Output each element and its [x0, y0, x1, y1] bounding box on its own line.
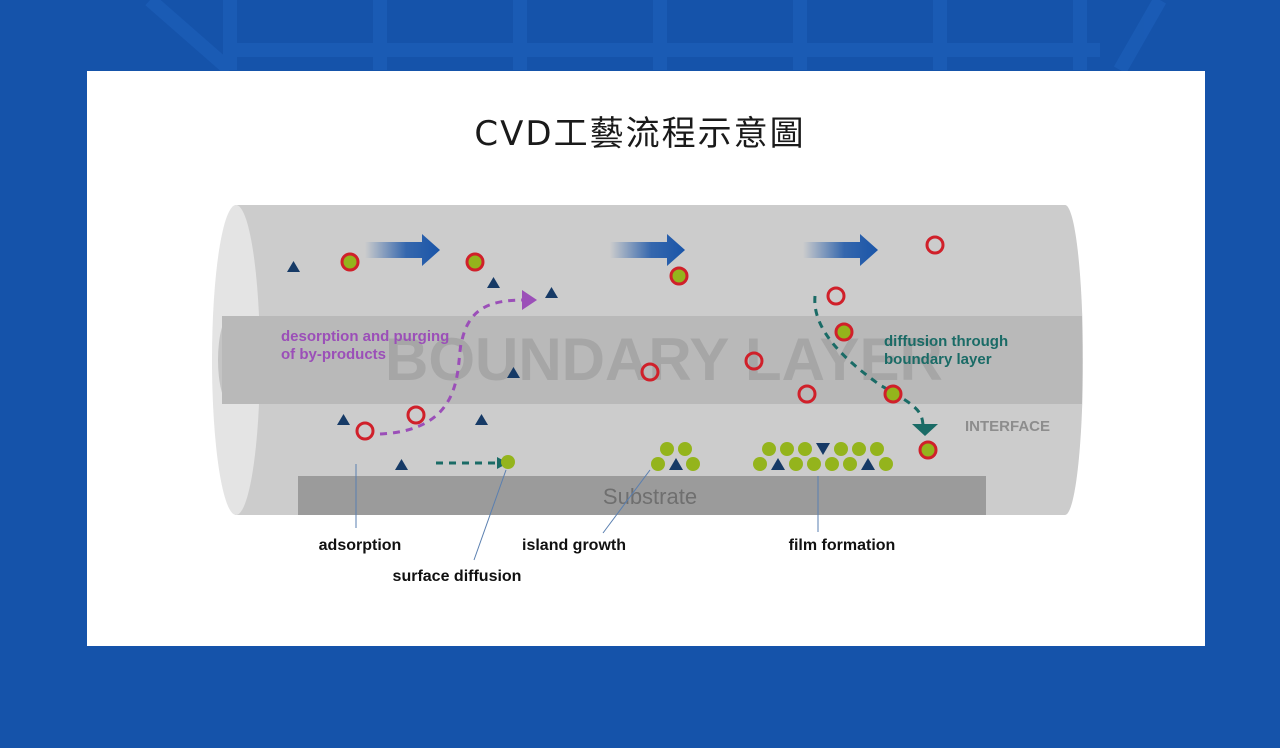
precursor-particle — [834, 322, 854, 342]
precursor-particles — [340, 252, 938, 460]
surface-particle — [501, 455, 515, 469]
by-product-triangle — [487, 277, 500, 288]
by-product-triangle — [545, 287, 558, 298]
diffusion-label-line2: boundary layer — [884, 351, 992, 368]
reactant-ring — [406, 405, 426, 425]
diffusion-arrowhead — [912, 424, 938, 436]
reactant-ring — [826, 286, 846, 306]
gas-flow-arrows — [365, 234, 878, 266]
by-product-triangle — [395, 459, 408, 470]
step-adsorption: adsorption — [319, 537, 402, 554]
callout-lines — [355, 464, 819, 561]
precursor-particle — [465, 252, 485, 272]
desorption-label-line2: of by-products — [281, 346, 386, 363]
boundary-layer-band — [222, 316, 1082, 404]
flow-arrow — [610, 234, 685, 266]
diffusion-label-line1: diffusion through — [884, 333, 1008, 350]
reactant-ring — [640, 362, 660, 382]
reactant-rings — [355, 235, 945, 441]
by-product-triangle — [337, 414, 350, 425]
reactant-ring — [797, 384, 817, 404]
by-product-triangle — [287, 261, 300, 272]
page-title: CVD工藝流程示意圖 — [474, 114, 806, 154]
precursor-particle — [340, 252, 360, 272]
flow-arrow — [803, 234, 878, 266]
diffusion-arrow — [813, 295, 925, 426]
reactant-ring — [925, 235, 945, 255]
by-product-triangle — [475, 414, 488, 425]
desorption-arrowhead — [522, 290, 537, 310]
step-surface-diffusion: surface diffusion — [393, 568, 522, 585]
interface-label: INTERFACE — [965, 418, 1050, 435]
island-cluster — [651, 442, 700, 471]
by-product-triangle — [507, 367, 520, 378]
flow-arrow — [365, 234, 440, 266]
step-film-formation: film formation — [789, 537, 896, 554]
precursor-particle — [669, 266, 689, 286]
precursor-particle — [883, 384, 903, 404]
film-cluster — [753, 442, 893, 471]
step-island-growth: island growth — [522, 537, 626, 554]
substrate — [298, 476, 986, 515]
precursor-particle — [918, 440, 938, 460]
boundary-layer-label: BOUNDARY LAYER — [385, 326, 943, 393]
reactant-ring — [355, 421, 375, 441]
desorption-label-line1: desorption and purging — [281, 328, 449, 345]
desorption-arrow — [379, 298, 526, 436]
substrate-label: Substrate — [603, 484, 697, 509]
by-products — [287, 261, 558, 470]
reactant-ring — [744, 351, 764, 371]
